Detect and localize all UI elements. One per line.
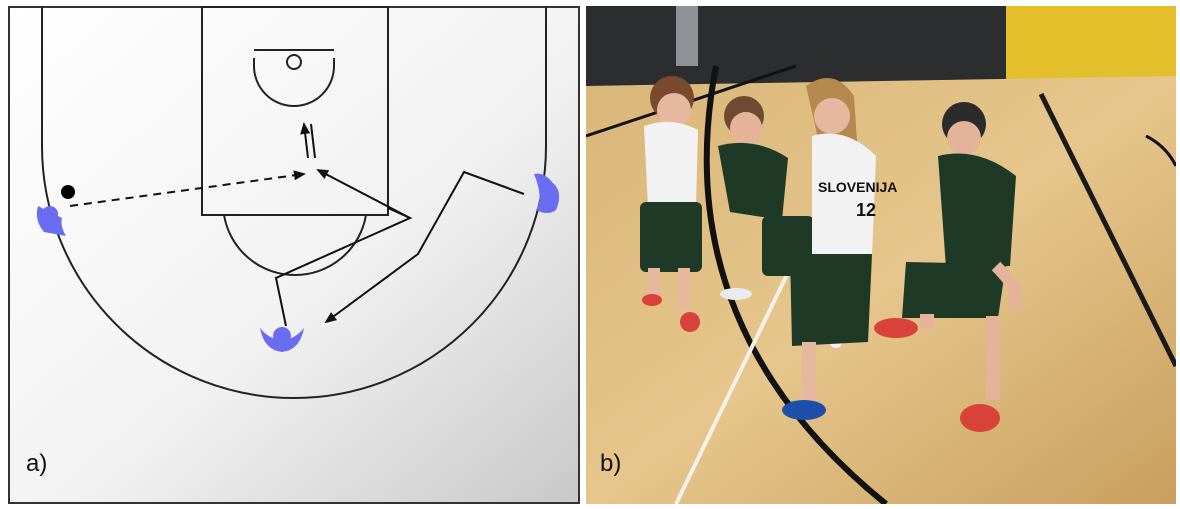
shot-arrow-1 [300,122,311,159]
gym-photo-panel: SLOVENIJA 12 b) [586,6,1176,504]
three-point-line [41,6,547,399]
player-white-left [640,76,702,332]
court-diagram-panel: a) [8,6,580,504]
pass-arrow [69,170,306,207]
player-white-slovenija: SLOVENIJA 12 [782,78,897,420]
shot-arrow-2 [310,123,316,159]
hoop [286,54,302,70]
player-icon-left [36,206,66,236]
court-line-arc-right [1145,134,1176,167]
court-diagram [8,6,580,504]
ball-icon [61,185,75,199]
player-icon-right [534,173,560,213]
door-frame [676,6,698,66]
player-green-right [874,102,1022,432]
player-icon-bottom [260,327,304,352]
panel-label-b: b) [600,450,622,477]
court-line-arc [703,65,888,504]
jersey-number: 12 [856,200,876,220]
restricted-area [253,58,335,107]
key-area [201,6,389,216]
court-line-white [674,255,798,504]
cut-arrow-2 [324,170,525,324]
jersey-text: SLOVENIJA [818,179,897,195]
panel-label-a: a) [26,450,48,477]
gym-photo: SLOVENIJA 12 [586,6,1176,504]
court-border [8,6,580,504]
cut-line [274,207,413,327]
court-line-sideline [1038,92,1176,368]
